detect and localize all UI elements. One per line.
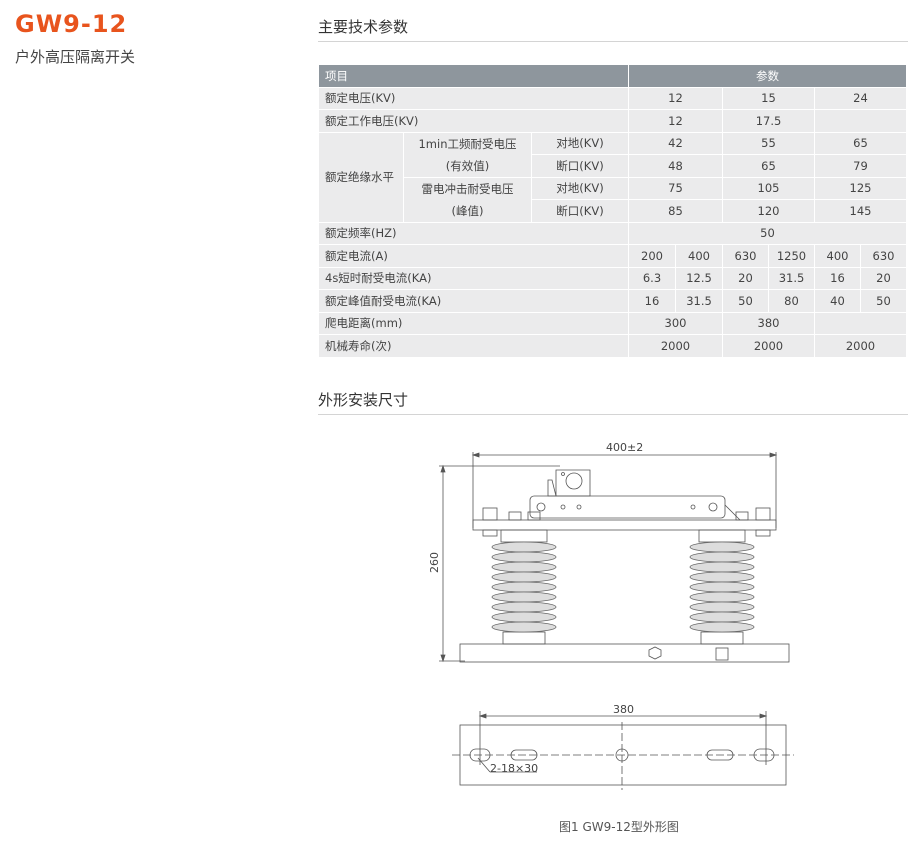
product-code: GW9-12 bbox=[15, 10, 128, 38]
cell: 75 bbox=[628, 176, 723, 200]
insulator-sheds bbox=[491, 541, 755, 633]
blade bbox=[529, 495, 726, 519]
row-label: 4s短时耐受电流(KA) bbox=[318, 266, 629, 290]
cell: 12.5 bbox=[675, 266, 723, 290]
sub-label-line: (有效值) bbox=[445, 158, 490, 173]
cell: 12 bbox=[628, 109, 723, 133]
header-params: 参数 bbox=[628, 65, 907, 88]
table-header-row: 项目 参数 bbox=[318, 65, 907, 88]
base-dimension-label: 380 bbox=[613, 703, 634, 716]
row-label: 额定电流(A) bbox=[318, 244, 629, 268]
cell: 120 bbox=[722, 199, 815, 223]
cell bbox=[814, 109, 907, 133]
table-row: 额定工作电压(KV) 12 17.5 bbox=[318, 109, 907, 133]
cell: 85 bbox=[628, 199, 723, 223]
specs-section-divider bbox=[318, 41, 908, 42]
row-label: 爬电距离(mm) bbox=[318, 311, 629, 335]
table-row: 额定电压(KV) 12 15 24 bbox=[318, 86, 907, 110]
base-plan-view bbox=[452, 711, 794, 790]
row-label: 额定绝缘水平 bbox=[318, 131, 404, 223]
dims-section-divider bbox=[318, 414, 908, 415]
row-label: 额定电压(KV) bbox=[318, 86, 629, 110]
sub-row-label: 对地(KV) bbox=[531, 131, 629, 155]
row-label: 额定工作电压(KV) bbox=[318, 109, 629, 133]
sub-label: 雷电冲击耐受电压 (峰值) bbox=[403, 176, 532, 223]
cell: 48 bbox=[628, 154, 723, 178]
table-row: 断口(KV) 48 65 79 bbox=[319, 154, 907, 178]
dims-section-title: 外形安装尺寸 bbox=[318, 391, 409, 409]
row-label: 额定峰值耐受电流(KA) bbox=[318, 289, 629, 313]
sub-label: 1min工频耐受电压 (有效值) bbox=[403, 131, 532, 178]
header-item: 项目 bbox=[318, 65, 629, 88]
cell: 65 bbox=[722, 154, 815, 178]
cell: 50 bbox=[860, 289, 907, 313]
sub-label-line: 雷电冲击耐受电压 bbox=[421, 181, 514, 196]
cell: 2000 bbox=[628, 334, 723, 358]
cell: 20 bbox=[860, 266, 907, 290]
cell: 40 bbox=[814, 289, 861, 313]
sub-row-label: 对地(KV) bbox=[531, 176, 629, 200]
cell: 12 bbox=[628, 86, 723, 110]
sub-label-line: (峰值) bbox=[451, 203, 484, 218]
cell: 31.5 bbox=[675, 289, 723, 313]
cell: 55 bbox=[722, 131, 815, 155]
row-label: 机械寿命(次) bbox=[318, 334, 629, 358]
cell: 16 bbox=[628, 289, 676, 313]
table-row: 机械寿命(次) 2000 2000 2000 bbox=[318, 334, 907, 358]
cell: 50 bbox=[628, 221, 907, 245]
cell: 79 bbox=[814, 154, 907, 178]
table-row: 额定峰值耐受电流(KA) 16 31.5 50 80 40 50 bbox=[318, 289, 907, 313]
cell: 16 bbox=[814, 266, 861, 290]
product-name: 户外高压隔离开关 bbox=[15, 48, 136, 66]
base-channel bbox=[459, 643, 790, 663]
cell: 17.5 bbox=[722, 109, 815, 133]
left-insulator-cap bbox=[500, 529, 548, 543]
cell: 65 bbox=[814, 131, 907, 155]
cell: 2000 bbox=[814, 334, 907, 358]
cell: 125 bbox=[814, 176, 907, 200]
cell: 24 bbox=[814, 86, 907, 110]
figure-caption: 图1 GW9-12型外形图 bbox=[559, 820, 679, 834]
right-insulator-cap bbox=[698, 529, 746, 543]
table-row: 额定电流(A) 200 400 630 1250 400 630 bbox=[318, 244, 907, 268]
cell: 15 bbox=[722, 86, 815, 110]
slot-label: 2-18×30 bbox=[490, 762, 539, 775]
specs-section-title: 主要技术参数 bbox=[318, 18, 409, 36]
table-row: 爬电距离(mm) 300 380 bbox=[318, 311, 907, 335]
cell: 31.5 bbox=[768, 266, 815, 290]
table-row: 断口(KV) 85 120 145 bbox=[319, 199, 907, 223]
top-frame bbox=[472, 519, 777, 531]
sub-row-label: 断口(KV) bbox=[531, 199, 629, 223]
row-label: 额定频率(HZ) bbox=[318, 221, 629, 245]
spec-table: 项目 参数 额定电压(KV) 12 15 24 额定工作电压(KV) 12 17… bbox=[318, 65, 907, 358]
cell: 80 bbox=[768, 289, 815, 313]
sub-label-line: 1min工频耐受电压 bbox=[418, 136, 517, 151]
table-row: 额定频率(HZ) 50 bbox=[318, 221, 907, 245]
cell bbox=[814, 311, 907, 335]
cell: 300 bbox=[628, 311, 723, 335]
cell: 145 bbox=[814, 199, 907, 223]
cell: 42 bbox=[628, 131, 723, 155]
cell: 1250 bbox=[768, 244, 815, 268]
cell: 380 bbox=[722, 311, 815, 335]
cell: 630 bbox=[722, 244, 769, 268]
cell: 105 bbox=[722, 176, 815, 200]
width-dimension-label: 400±2 bbox=[606, 441, 644, 454]
cell: 630 bbox=[860, 244, 907, 268]
table-row: 4s短时耐受电流(KA) 6.3 12.5 20 31.5 16 20 bbox=[318, 266, 907, 290]
table-row: 雷电冲击耐受电压 (峰值) 对地(KV) 75 105 125 bbox=[319, 176, 907, 223]
height-dimension-label: 260 bbox=[428, 552, 441, 573]
sub-row-label: 断口(KV) bbox=[531, 154, 629, 178]
table-row: 额定绝缘水平 1min工频耐受电压 (有效值) 对地(KV) 42 55 65 bbox=[318, 131, 907, 223]
